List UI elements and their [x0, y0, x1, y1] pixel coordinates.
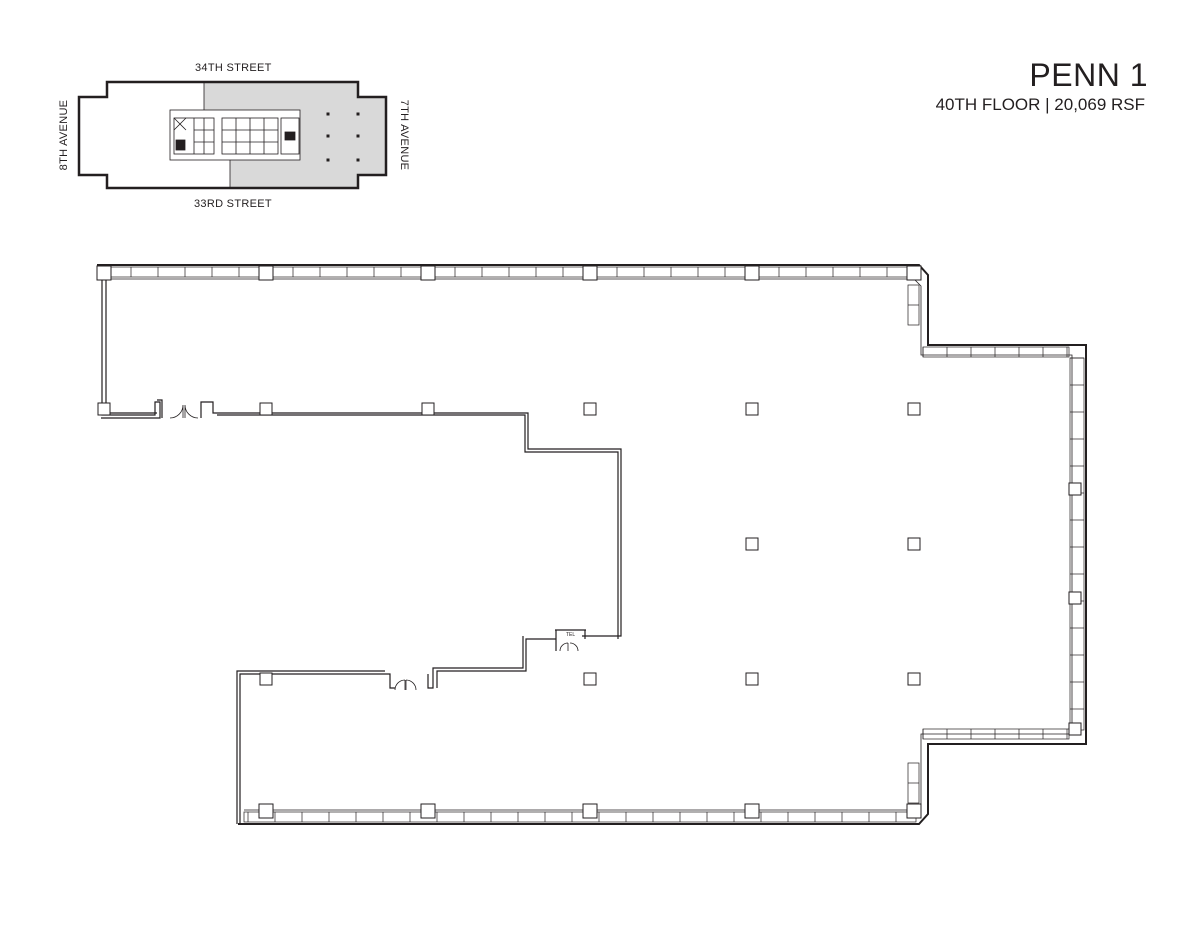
- core-boundary-wall: [101, 279, 161, 419]
- column: [745, 402, 759, 416]
- column: [907, 672, 921, 686]
- core-boundary-wall: [105, 279, 163, 418]
- column: [421, 402, 435, 416]
- core-boundary-wall: [427, 629, 586, 689]
- window-bands: [99, 266, 1085, 823]
- column: [420, 265, 436, 281]
- column: [745, 672, 759, 686]
- key-plan-column-dot: [326, 158, 330, 162]
- tel-room-label: TEL: [566, 632, 575, 638]
- column: [258, 265, 274, 281]
- key-plan-outline: [77, 80, 388, 190]
- structural-columns: [96, 265, 1082, 819]
- column: [259, 402, 273, 416]
- column: [906, 265, 922, 281]
- column: [96, 265, 112, 281]
- column: [1068, 591, 1082, 605]
- key-plan-highlighted-suite: [204, 82, 386, 188]
- column: [907, 537, 921, 551]
- key-plan-column-dot: [326, 112, 330, 116]
- column: [744, 803, 760, 819]
- key-plan-column-dot: [356, 158, 360, 162]
- column: [1068, 722, 1082, 736]
- column: [420, 803, 436, 819]
- double-door: [394, 679, 417, 691]
- column: [582, 803, 598, 819]
- core-boundary-wall: [236, 670, 395, 824]
- column: [583, 402, 597, 416]
- building-title: PENN 1: [1029, 57, 1148, 93]
- column: [583, 672, 597, 686]
- column: [258, 803, 274, 819]
- key-plan-column-dot: [326, 134, 330, 138]
- column: [97, 402, 111, 416]
- column: [259, 672, 273, 686]
- key-plan-column-dot: [356, 112, 360, 116]
- key-plan-column-dot: [356, 134, 360, 138]
- key-plan-north-street-label: 34TH STREET: [195, 62, 272, 74]
- column: [744, 265, 760, 281]
- column: [745, 537, 759, 551]
- core-boundary-wall: [200, 401, 622, 639]
- key-plan-column-markers: [326, 112, 360, 162]
- double-door: [169, 404, 199, 419]
- key-plan-south-street-label: 33RD STREET: [194, 198, 272, 210]
- column: [907, 402, 921, 416]
- column: [906, 803, 922, 819]
- floor-plan-outer-wall-inner-line: [100, 278, 1073, 811]
- key-plan-core: [169, 109, 301, 161]
- column: [1068, 482, 1082, 496]
- tel-room-door: [559, 642, 579, 652]
- floor-plan-outer-wall: [97, 264, 1087, 825]
- floor-subtitle: 40TH FLOOR | 20,069 RSF: [935, 95, 1145, 114]
- column: [582, 265, 598, 281]
